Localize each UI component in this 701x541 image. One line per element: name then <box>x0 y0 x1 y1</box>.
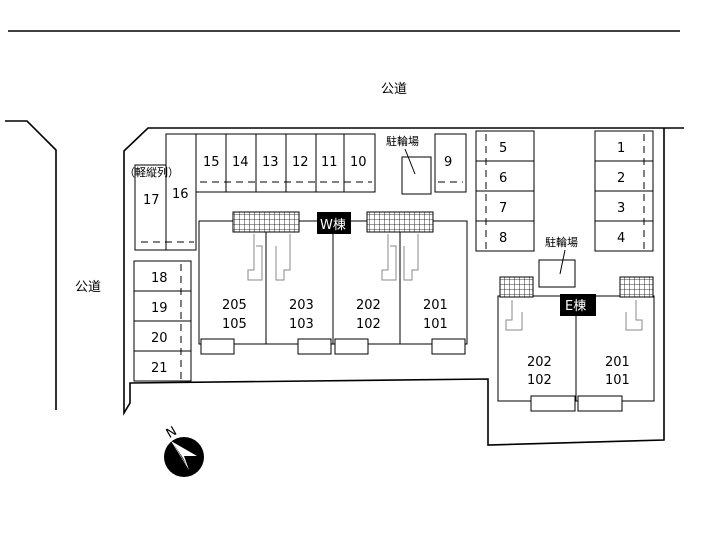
unit-number: 203 <box>289 298 314 313</box>
parking-space-label: 21 <box>151 361 168 376</box>
road-label-left: 公道 <box>75 280 101 295</box>
road-line-left <box>5 120 57 410</box>
bicycle-parking-label: 駐輪場 <box>545 235 578 249</box>
parking-space-label: 3 <box>617 201 625 216</box>
unit-number: 201 <box>605 355 630 370</box>
unit-number: 101 <box>605 373 630 388</box>
parking-space-label: 18 <box>151 271 168 286</box>
parking-space-label: 10 <box>350 155 367 170</box>
balcony-grid <box>619 276 654 298</box>
parking-space-label: 20 <box>151 331 168 346</box>
parking-block-top-left <box>134 133 467 251</box>
road-label-top: 公道 <box>381 82 407 97</box>
parking-space-label: 19 <box>151 301 168 316</box>
building-west <box>198 211 468 355</box>
balcony-grid <box>232 211 300 233</box>
door-step <box>297 338 332 355</box>
unit-number: 102 <box>527 373 552 388</box>
bicycle-parking-leader <box>559 249 566 275</box>
bicycle-parking-leader <box>404 148 416 175</box>
door-step <box>200 338 235 355</box>
parking-space-label: 7 <box>499 201 507 216</box>
parking-space-label: 6 <box>499 171 507 186</box>
door-step <box>431 338 466 355</box>
parking-space-label: 8 <box>499 231 507 246</box>
parking-space-label: 1 <box>617 141 625 156</box>
unit-number: 202 <box>356 298 381 313</box>
parking-space-label: 15 <box>203 155 220 170</box>
site-boundary <box>123 127 684 446</box>
bicycle-parking-area <box>401 156 432 195</box>
parking-space-label: 14 <box>232 155 249 170</box>
parking-space-label: 9 <box>444 155 452 170</box>
balcony-grid <box>366 211 434 233</box>
unit-number: 101 <box>423 317 448 332</box>
parking-space-label: 4 <box>617 231 625 246</box>
parking-space-label: 11 <box>321 155 338 170</box>
door-step <box>530 395 576 412</box>
parking-block-right <box>594 130 654 252</box>
parking-space-label: 2 <box>617 171 625 186</box>
bicycle-parking-area <box>538 259 576 288</box>
balcony-grid <box>499 276 534 298</box>
parking-block-middle <box>475 130 535 252</box>
building-west-label-bg <box>317 212 351 234</box>
parking-space-label: 13 <box>262 155 279 170</box>
door-step <box>334 338 369 355</box>
unit-number: 202 <box>527 355 552 370</box>
unit-number: 205 <box>222 298 247 313</box>
parking-space-label: 17 <box>143 193 160 208</box>
building-east-label: E棟 <box>565 299 586 314</box>
bicycle-parking-label: 駐輪場 <box>386 134 419 148</box>
parking-space-label: 5 <box>499 141 507 156</box>
parking-block-bottom-left <box>133 260 192 382</box>
parking-space-label: 12 <box>292 155 309 170</box>
parking-light-note: （軽縦列） <box>124 165 179 179</box>
building-east-label-bg <box>560 294 596 316</box>
unit-number: 201 <box>423 298 448 313</box>
building-west-label: W棟 <box>320 218 346 233</box>
unit-number: 102 <box>356 317 381 332</box>
door-step <box>577 395 623 412</box>
north-compass <box>164 437 204 477</box>
parking-space-label: 16 <box>172 187 189 202</box>
unit-number: 103 <box>289 317 314 332</box>
unit-number: 105 <box>222 317 247 332</box>
